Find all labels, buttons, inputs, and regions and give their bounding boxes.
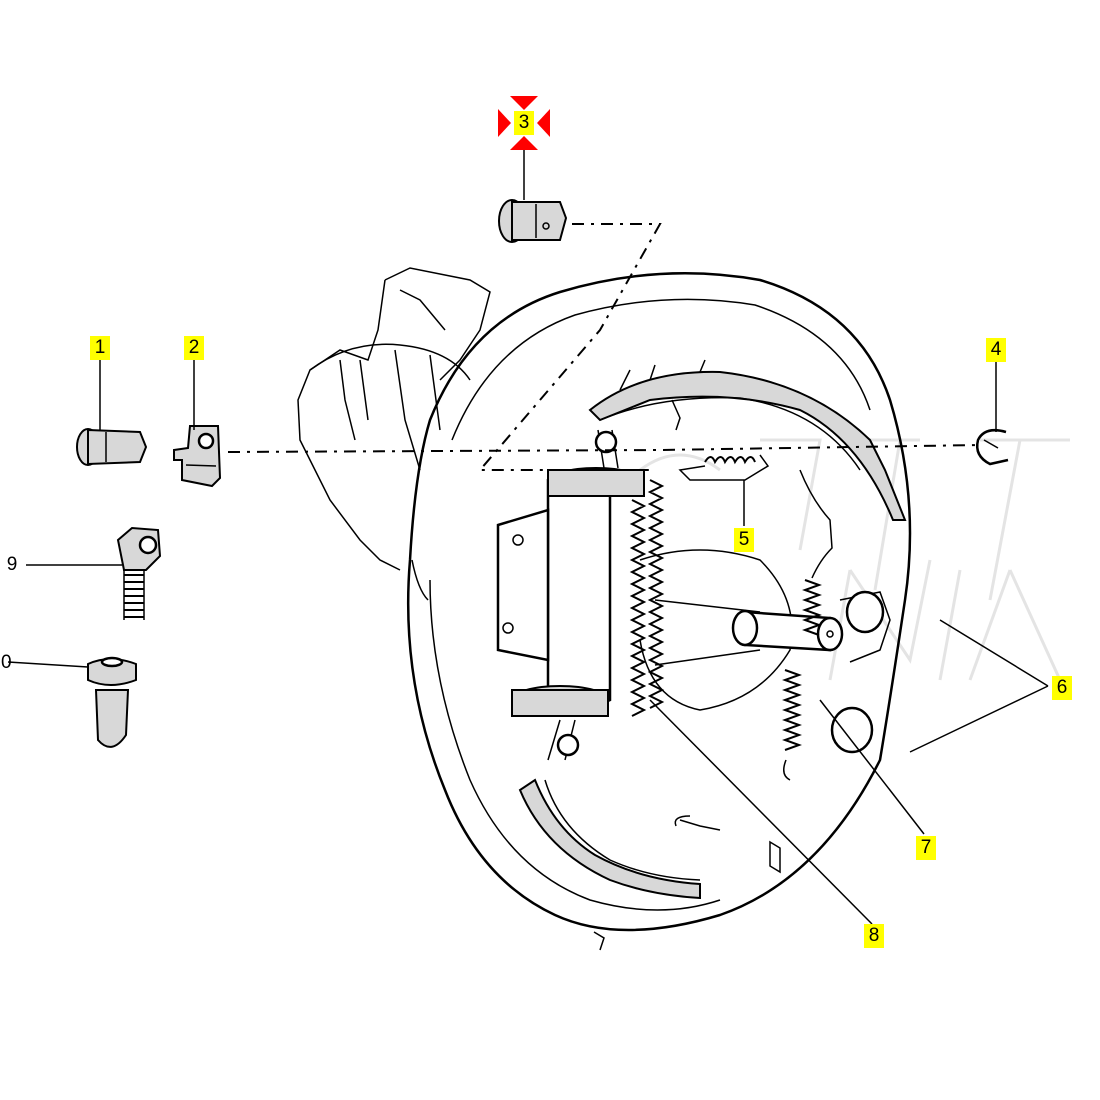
callout-2[interactable]: 2 — [184, 336, 204, 360]
callout-9[interactable]: 9 — [6, 554, 18, 575]
watermark-logo — [639, 438, 1070, 681]
assembly-lines — [227, 223, 981, 471]
callout-5[interactable]: 5 — [734, 528, 754, 552]
red-four-arrow-marker-icon — [498, 96, 550, 150]
callout-8[interactable]: 8 — [864, 924, 884, 948]
backing-plate — [406, 272, 912, 932]
part-9-adjuster-screw — [116, 526, 162, 620]
callout-3[interactable]: 3 — [514, 111, 534, 135]
part-2-plate — [173, 425, 222, 488]
callout-10[interactable]: 0 — [1, 652, 12, 673]
callout-7[interactable]: 7 — [916, 836, 936, 860]
part-4-clip — [976, 429, 1009, 466]
retaining-clips — [593, 399, 781, 951]
part-10-bleed-nipple — [87, 656, 137, 748]
lower-brake-shoe — [518, 778, 701, 900]
callout-4[interactable]: 4 — [986, 338, 1006, 362]
upper-brake-shoe — [588, 359, 907, 521]
callout-6[interactable]: 6 — [1052, 676, 1072, 700]
part-3-pin — [498, 199, 568, 243]
part-1-bolt — [76, 428, 148, 466]
shoe-return-springs — [629, 454, 833, 831]
callout-1[interactable]: 1 — [90, 336, 110, 360]
hub-housing — [297, 267, 491, 571]
wheel-cylinder — [496, 429, 645, 761]
central-adjuster — [639, 549, 891, 754]
